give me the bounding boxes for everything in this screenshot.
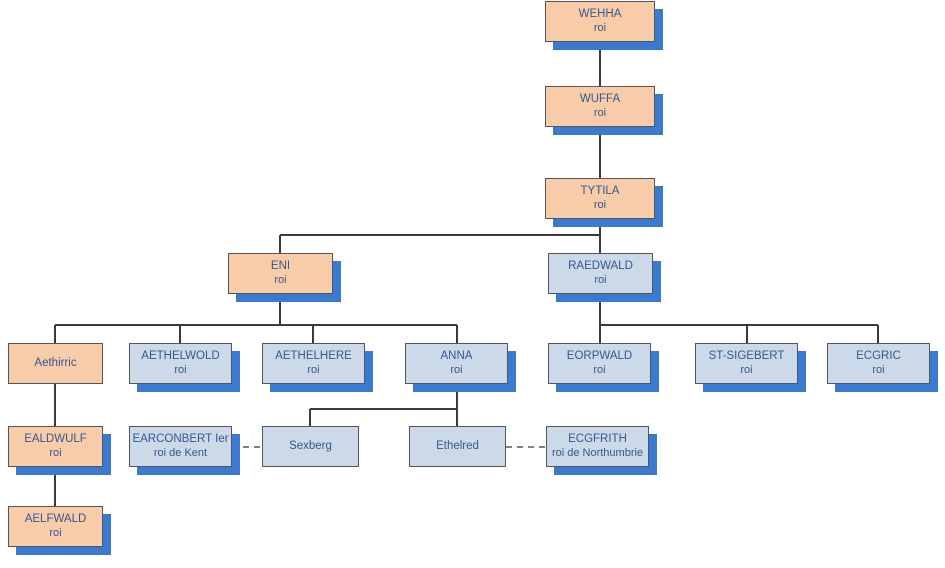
node-name-ealdwulf: EALDWULF <box>24 433 87 446</box>
node-subtitle-aethelwold: roi <box>174 363 187 376</box>
node-name-aelfwald: AELFWALD <box>24 513 87 526</box>
node-name-tytila: TYTILA <box>580 185 620 198</box>
node-subtitle-aelfwald: roi <box>49 526 62 539</box>
node-name-ecgfrith: ECGFRITH <box>568 433 627 446</box>
node-subtitle-tytila: roi <box>593 198 607 211</box>
node-subtitle-wuffa: roi <box>593 106 607 119</box>
node-name-aethirric: Aethirric <box>34 356 77 369</box>
node-subtitle-ecgfrith: roi de Northumbrie <box>551 446 644 459</box>
node-subtitle-aethelhere: roi <box>307 363 320 376</box>
node-name-aethelhere: AETHELHERE <box>275 350 352 363</box>
node-name-sexberg: Sexberg <box>289 439 332 452</box>
node-subtitle-wehha: roi <box>593 21 607 34</box>
node-ethelred[interactable]: Ethelred <box>409 426 506 467</box>
node-name-wuffa: WUFFA <box>579 93 621 106</box>
node-sexberg[interactable]: Sexberg <box>262 426 359 467</box>
node-subtitle-ealdwulf: roi <box>49 446 62 459</box>
node-subtitle-eorpwald: roi <box>593 363 606 376</box>
node-subtitle-raedwald: roi <box>594 273 607 286</box>
node-subtitle-earconbert: roi de Kent <box>153 446 208 459</box>
node-subtitle-eni: roi <box>274 273 287 286</box>
node-name-ecgric: ECGRIC <box>856 350 901 363</box>
node-name-raedwald: RAEDWALD <box>568 260 633 273</box>
node-subtitle-ecgric: roi <box>872 363 885 376</box>
node-subtitle-stsigebert: roi <box>740 363 753 376</box>
node-name-eorpwald: EORPWALD <box>566 350 633 363</box>
node-subtitle-anna: roi <box>450 363 463 376</box>
node-name-aethelwold: AETHELWOLD <box>141 350 220 363</box>
node-name-anna: ANNA <box>440 350 473 363</box>
node-name-stsigebert: ST-SIGEBERT <box>708 350 785 363</box>
node-aethirric[interactable]: Aethirric <box>8 343 103 384</box>
node-name-ethelred: Ethelred <box>436 439 479 452</box>
node-name-eni: ENI <box>270 260 291 273</box>
node-name-wehha: WEHHA <box>578 8 622 21</box>
node-name-earconbert: EARCONBERT Ier <box>132 433 229 446</box>
